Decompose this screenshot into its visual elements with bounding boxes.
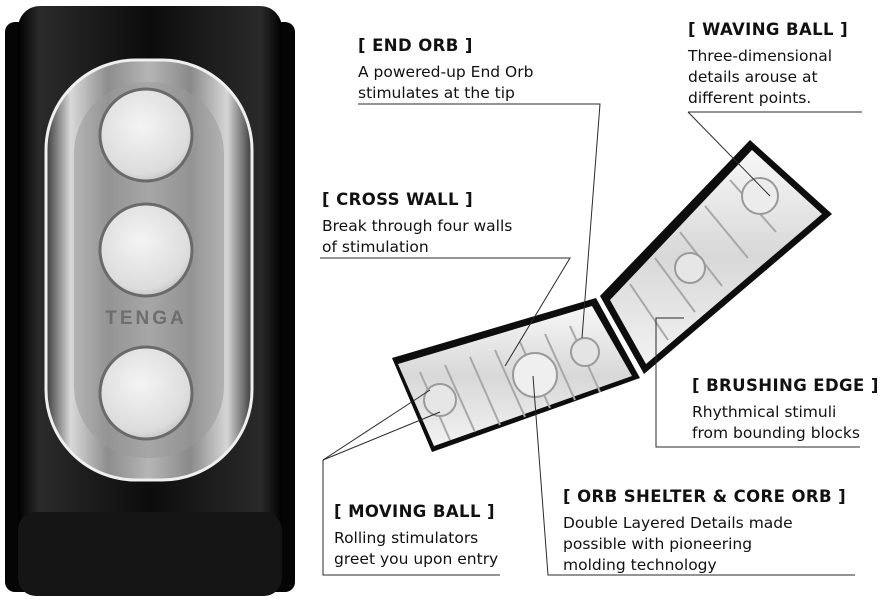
waving-ball-desc-line: different points. [688, 89, 812, 107]
orb-shelter-desc-line: molding technology [563, 556, 717, 574]
cross-wall-desc-line: Break through four walls [322, 217, 513, 235]
case-base [18, 512, 282, 596]
cross-wall-title: [ CROSS WALL ] [322, 190, 474, 209]
brand-logo: TENGA [105, 308, 187, 329]
waving-ball-title: [ WAVING BALL ] [688, 20, 849, 39]
middle-button [98, 202, 194, 298]
cross-wall-desc-line: of stimulation [322, 238, 429, 256]
end-orb-desc: A powered-up End Orb stimulates at the t… [358, 62, 533, 104]
orb-shelter-desc-line: Double Layered Details made [563, 514, 793, 532]
orb-shelter-desc-line: possible with pioneering [563, 535, 753, 553]
moving-ball-desc: Rolling stimulators greet you upon entry [334, 528, 498, 570]
end-orb-desc-line: A powered-up End Orb [358, 63, 534, 81]
moving-ball-title: [ MOVING BALL ] [334, 502, 495, 521]
waving-ball-desc-line: Three-dimensional [688, 47, 833, 65]
end-orb-title: [ END ORB ] [358, 36, 473, 55]
callout-end-orb: [ END ORB ] A powered-up End Orb stimula… [358, 36, 533, 104]
top-button [98, 87, 194, 183]
waving-ball-desc-line: details arouse at [688, 68, 818, 86]
orb-shelter-title: [ ORB SHELTER & CORE ORB ] [563, 487, 847, 506]
brushing-edge-desc: Rhythmical stimuli from bounding blocks [692, 402, 879, 444]
moving-ball-desc-line: Rolling stimulators [334, 529, 479, 547]
orb-shelter-desc: Double Layered Details made possible wit… [563, 513, 846, 576]
end-orb-desc-line: stimulates at the tip [358, 84, 515, 102]
callout-orb-shelter: [ ORB SHELTER & CORE ORB ] Double Layere… [563, 487, 846, 576]
callout-moving-ball: [ MOVING BALL ] Rolling stimulators gree… [334, 502, 498, 570]
lower-case-half [392, 298, 640, 452]
brushing-edge-desc-line: from bounding blocks [692, 424, 860, 442]
callout-brushing-edge: [ BRUSHING EDGE ] Rhythmical stimuli fro… [692, 376, 879, 444]
callout-cross-wall: [ CROSS WALL ] Break through four walls … [322, 190, 512, 258]
cross-wall-desc: Break through four walls of stimulation [322, 216, 512, 258]
upper-case-half [600, 140, 832, 374]
moving-ball-desc-line: greet you upon entry [334, 550, 499, 568]
closed-product-image: TENGA [5, 6, 295, 596]
bottom-button [98, 345, 194, 441]
callout-waving-ball: [ WAVING BALL ] Three-dimensional detail… [688, 20, 848, 109]
brushing-edge-desc-line: Rhythmical stimuli [692, 403, 837, 421]
brushing-edge-title: [ BRUSHING EDGE ] [692, 376, 879, 395]
waving-ball-desc: Three-dimensional details arouse at diff… [688, 46, 848, 109]
